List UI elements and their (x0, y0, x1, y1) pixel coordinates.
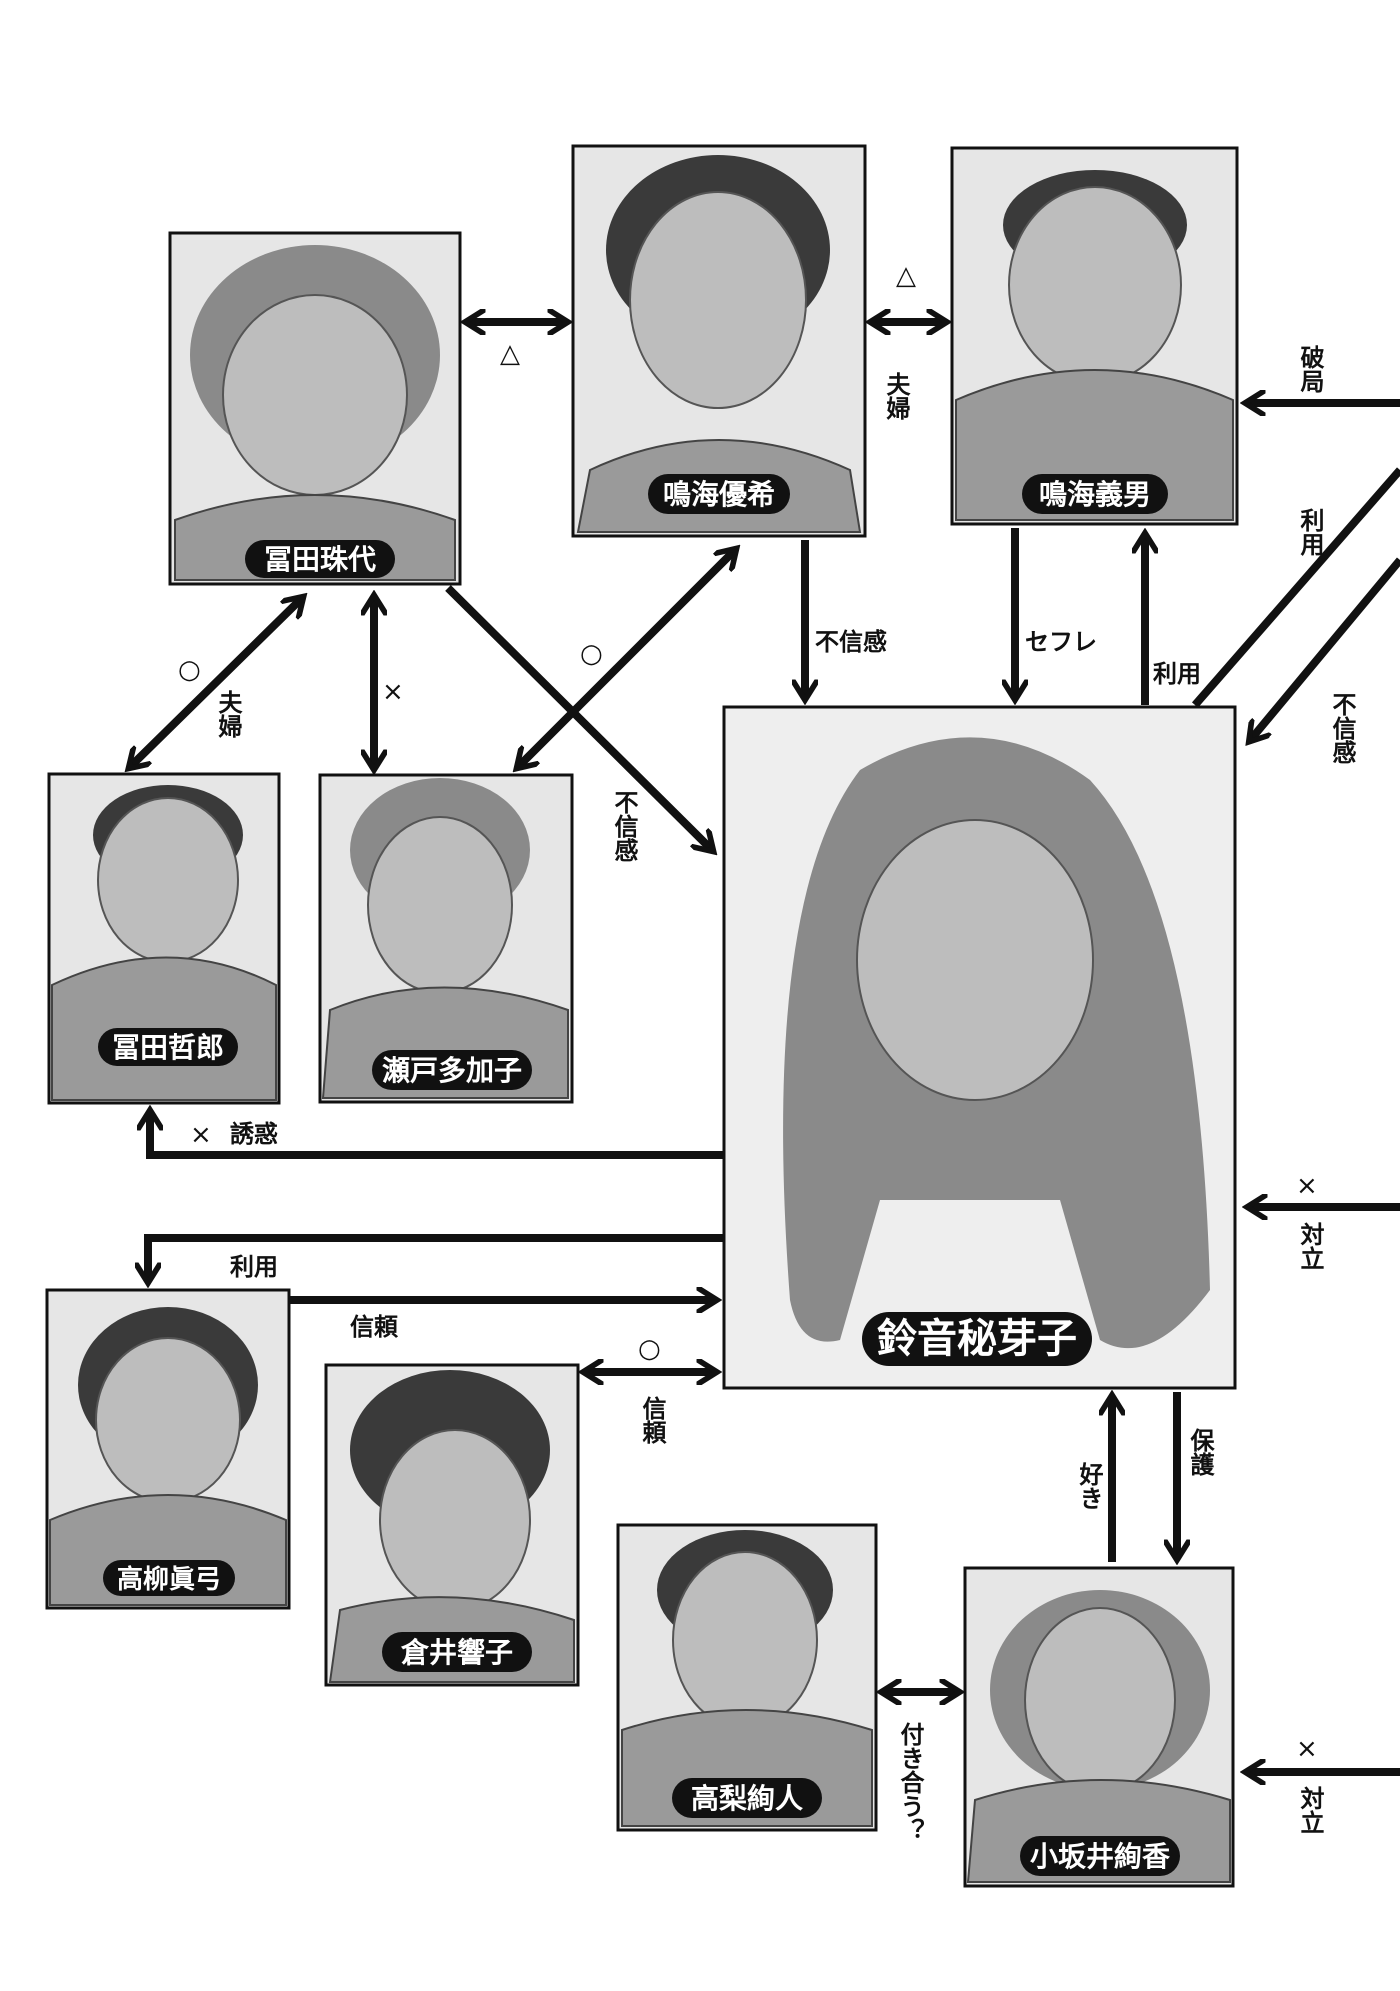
sym-offpage-himeko: × (1296, 1171, 1318, 1201)
label-offpage-yoshio: 破局 (1296, 345, 1324, 394)
label-junto-ayaka: 付き合う？ (896, 1722, 924, 1842)
name-narumi-yuki: 鳴海優希 (663, 478, 775, 511)
edge-offpage-himeko (1252, 557, 1400, 738)
portrait-tomita-tetsuro: 冨田哲郎 (47, 772, 281, 1105)
name-kurai-kyoko: 倉井響子 (400, 1636, 513, 1669)
sym-offpage-ayaka: × (1296, 1734, 1318, 1764)
sym-kyoko-himeko: ○ (638, 1334, 661, 1364)
label-yuki-yoshio: 夫婦 (882, 372, 911, 421)
label-himeko-mayumi: 利用 (230, 1253, 278, 1281)
label-offpage-himeko: 不信感 (1328, 692, 1356, 764)
sym-tamayo-yuki: △ (500, 339, 520, 369)
portrait-narumi-yuki: 鳴海優希 (571, 144, 867, 538)
edge-tamayo-tetsuro (132, 600, 300, 765)
sym-tamayo-tetsuro: ○ (178, 655, 201, 685)
sym-yuki-yoshio: △ (896, 261, 916, 291)
sym-himeko-tetsuro: × (190, 1120, 212, 1150)
label-tamayo-himeko: 不信感 (610, 790, 638, 862)
portrait-takanashi-junto: 高梨絢人 (616, 1523, 878, 1832)
label-mayumi-himeko: 信頼 (350, 1313, 399, 1341)
sym-tamayo-takako: × (382, 677, 404, 707)
edge-yuki-takako (520, 552, 733, 765)
name-tomita-tetsuro: 冨田哲郎 (112, 1031, 224, 1064)
edge-offpage-diagonal (1191, 467, 1400, 708)
label-himeko-ayaka: 保護 (1186, 1428, 1215, 1476)
label-offpage-diagonal: 利用 (1296, 508, 1324, 557)
portrait-narumi-yoshio: 鳴海義男 (950, 146, 1239, 526)
portrait-tomita-tamayo: 冨田珠代 (168, 231, 462, 586)
portrait-kosakai-ayaka: 小坂井絢香 (963, 1566, 1235, 1888)
label-himeko-yoshio: 利用 (1153, 660, 1201, 688)
portrait-kurai-kyoko: 倉井響子 (324, 1363, 580, 1687)
label-kyoko-himeko: 信頼 (638, 1395, 666, 1445)
name-narumi-yoshio: 鳴海義男 (1039, 478, 1151, 511)
edge-himeko-mayumi (148, 1234, 724, 1278)
label-yuki-himeko: 不信感 (815, 628, 887, 656)
name-seto-takako: 瀬戸多加子 (382, 1054, 522, 1087)
sym-yuki-takako: ○ (580, 639, 603, 669)
name-kosakai-ayaka: 小坂井絢香 (1030, 1840, 1170, 1873)
label-tamayo-tetsuro: 夫婦 (214, 690, 243, 739)
portrait-seto-takako: 瀬戸多加子 (318, 773, 574, 1104)
label-ayaka-himeko: 好き (1075, 1462, 1104, 1510)
label-offpage-himeko-tairitsu: 対立 (1296, 1222, 1324, 1270)
name-takayanagi-mayumi: 高柳眞弓 (117, 1564, 221, 1595)
label-yoshio-himeko: セフレ (1025, 628, 1097, 656)
label-himeko-tetsuro: 誘惑 (230, 1120, 278, 1148)
edge-himeko-tetsuro (150, 1115, 724, 1159)
name-takanashi-junto: 高梨絢人 (691, 1782, 803, 1815)
label-offpage-ayaka: 対立 (1296, 1786, 1324, 1834)
portrait-suzune-himeko: 鈴音秘芽子 (722, 705, 1237, 1390)
portrait-takayanagi-mayumi: 高柳眞弓 (45, 1288, 291, 1610)
name-tomita-tamayo: 冨田珠代 (264, 543, 376, 576)
name-suzune-himeko: 鈴音秘芽子 (877, 1316, 1077, 1362)
